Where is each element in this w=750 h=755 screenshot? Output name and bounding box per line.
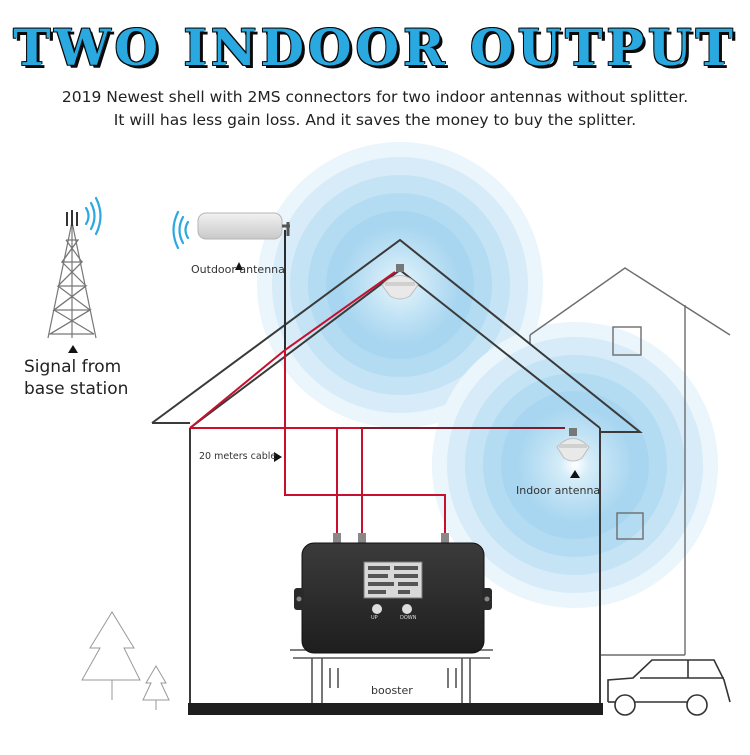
tree-icon (81, 611, 170, 710)
subtitle-line-1: 2019 Newest shell with 2MS connectors fo… (61, 88, 689, 106)
signal-source-line-1: Signal from (24, 357, 122, 377)
outdoor-antenna-arrow (235, 262, 243, 270)
down-button-icon (402, 604, 412, 614)
neighbor-house (529, 267, 731, 656)
car-icon (607, 659, 731, 716)
booster-label: booster (371, 684, 413, 697)
page-title: TWO INDOOR OUTPUT (13, 18, 737, 77)
cable-label: 20 meters cable (199, 451, 277, 462)
signal-source-line-2: base station (24, 379, 129, 399)
wifi-wave-icon (172, 210, 190, 250)
ceiling-antenna-icon (381, 264, 419, 300)
subtitle-line-2: It will has less gain loss. And it saves… (113, 111, 637, 129)
indoor-antenna-arrow (570, 470, 580, 478)
ceiling-antenna-icon (556, 428, 590, 462)
house-floor (188, 703, 603, 715)
signal-coverage-lower (432, 322, 718, 608)
down-button-label: DOWN (400, 615, 417, 621)
booster-device-icon (294, 533, 492, 654)
cell-tower-icon (47, 210, 97, 339)
signal-source-label: Signal from base station (24, 356, 128, 400)
indoor-antenna-label: Indoor antenna (516, 484, 601, 497)
signal-arrow (68, 345, 78, 353)
up-button-label: UP (371, 615, 378, 621)
wifi-wave-icon (84, 196, 102, 236)
cable-arrow (274, 452, 282, 462)
outdoor-antenna-label: Outdoor antenna (191, 263, 285, 276)
panel-antenna-icon (197, 212, 290, 240)
cable-network (189, 230, 565, 540)
up-button-icon (372, 604, 382, 614)
